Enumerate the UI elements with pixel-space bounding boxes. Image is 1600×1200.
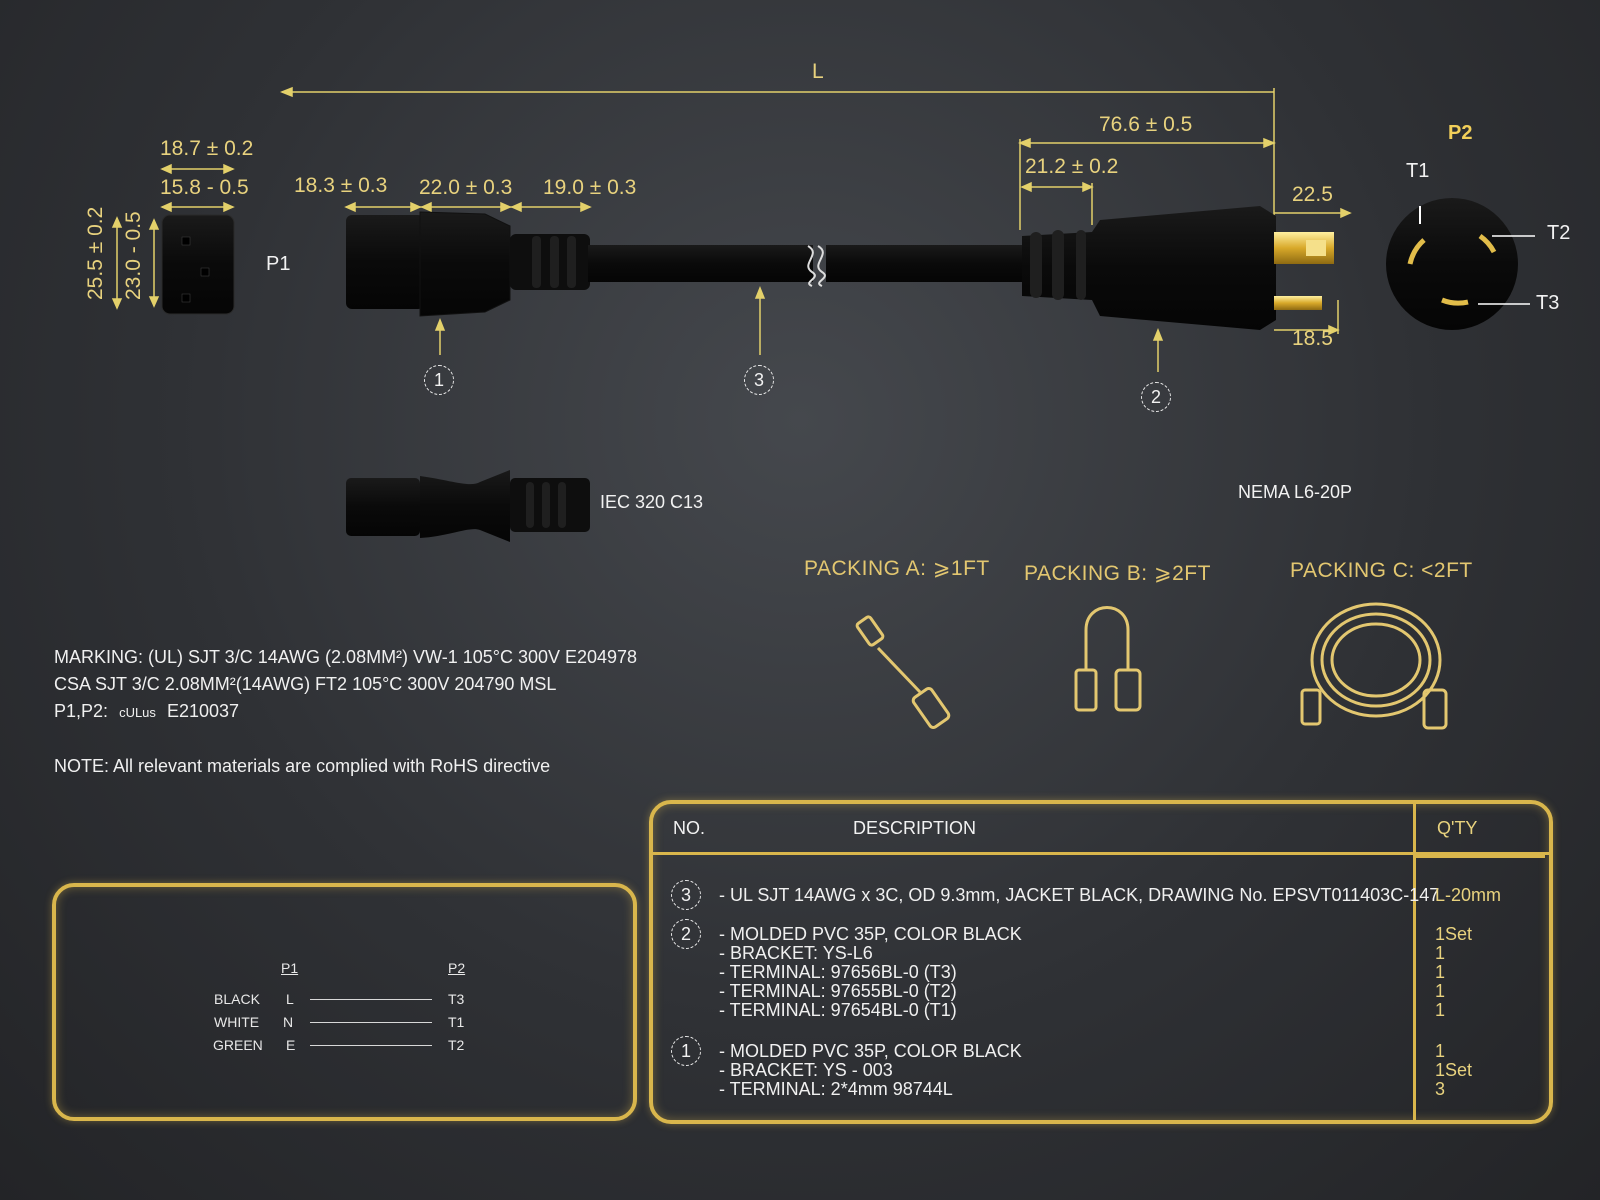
- callout-3: 3: [744, 365, 774, 395]
- packing-c-icon: [1300, 602, 1448, 730]
- dim-label-inner-width: 15.8 - 0.5: [160, 176, 249, 199]
- c13-connector: [346, 211, 590, 317]
- bom-item-1-qty-2: 1Set: [1435, 1060, 1473, 1080]
- bom-item-1-line-1: - MOLDED PVC 35P, COLOR BLACK: [719, 1041, 1022, 1061]
- p2-label: P2: [1448, 122, 1473, 144]
- bom-item-1-line-2: - BRACKET: YS - 003: [719, 1060, 893, 1080]
- bom-item-3-no: 3: [671, 880, 701, 910]
- wire-color-green: GREEN: [213, 1037, 263, 1053]
- bom-col-no: NO.: [673, 818, 706, 838]
- wire-p2-t3: T3: [448, 991, 465, 1007]
- dim-label-ground-blade: 18.5: [1292, 327, 1333, 350]
- wire-p2-t2: T2: [448, 1037, 465, 1053]
- wire-line-white: [310, 1022, 432, 1023]
- p1-label: P1: [266, 253, 291, 275]
- c13-side-view: [346, 470, 590, 542]
- bom-header-divider: [653, 852, 1549, 855]
- bom-item-2-qty-5: 1: [1435, 1000, 1446, 1020]
- bom-item-2-qty-3: 1: [1435, 962, 1446, 982]
- wire-p1-n: N: [283, 1014, 294, 1030]
- dim-label-face-height: 25.5 ± 0.2: [84, 206, 107, 300]
- c13-socket-face: [161, 214, 235, 315]
- dim-label-inner-height: 23.0 - 0.5: [122, 211, 145, 300]
- callout-arrows: [434, 285, 1164, 372]
- bom-table: [649, 800, 1553, 1124]
- bom-item-2-line-1: - MOLDED PVC 35P, COLOR BLACK: [719, 924, 1022, 944]
- dim-label-strain-relief: 19.0 ± 0.3: [543, 176, 637, 199]
- cert-number: E210037: [166, 701, 240, 721]
- nema-plug-face: [1386, 198, 1535, 330]
- bom-item-1-line-3: - TERMINAL: 2*4mm 98744L: [719, 1079, 953, 1099]
- packing-b-icon: [1074, 606, 1142, 712]
- cert-prefix: P1,P2:: [54, 701, 109, 721]
- t1-label: T1: [1406, 160, 1430, 182]
- callout-1: 1: [424, 365, 454, 395]
- wiring-header-p1: P1: [281, 960, 299, 976]
- bom-qty-divider-2: [1414, 855, 1545, 858]
- wire-line-black: [310, 999, 432, 1000]
- wire-color-black: BLACK: [214, 991, 260, 1007]
- t2-label: T2: [1547, 222, 1571, 244]
- nema-plug: [1022, 206, 1334, 330]
- dim-label-blade-length: 22.5: [1292, 183, 1333, 206]
- t3-label: T3: [1536, 292, 1560, 314]
- marking-line-csa: CSA SJT 3/C 2.08MM²(14AWG) FT2 105°C 300…: [54, 674, 557, 694]
- dim-label-socket-length: 18.3 ± 0.3: [294, 174, 388, 197]
- packing-a-icon: [855, 615, 951, 729]
- dim-label-grip-length: 21.2 ± 0.2: [1025, 155, 1119, 178]
- cable-drawing: [111, 86, 1535, 730]
- bom-item-2-no: 2: [671, 919, 701, 949]
- bom-item-2-line-2: - BRACKET: YS-L6: [719, 943, 873, 963]
- marking-line-ul: MARKING: (UL) SJT 3/C 14AWG (2.08MM²) VW…: [54, 647, 638, 667]
- bom-item-2-qty-4: 1: [1435, 981, 1446, 1001]
- dim-label-face-width: 18.7 ± 0.2: [160, 137, 254, 160]
- dimension-socket-face: [111, 163, 235, 310]
- wiring-header-p2: P2: [448, 960, 466, 976]
- nema-name: NEMA L6-20P: [1238, 482, 1353, 502]
- packing-a-title: PACKING A: ⩾1FT: [804, 557, 990, 580]
- cable: [588, 245, 1026, 287]
- bom-col-desc: DESCRIPTION: [853, 818, 977, 838]
- bom-item-1-qty-3: 3: [1435, 1079, 1446, 1099]
- packing-c-title: PACKING C: <2FT: [1290, 559, 1473, 582]
- wire-line-green: [310, 1045, 432, 1046]
- ul-mark-icon: cULus: [119, 705, 156, 720]
- wire-color-white: WHITE: [214, 1014, 260, 1030]
- c13-name: IEC 320 C13: [600, 492, 704, 512]
- wiring-panel: [52, 883, 637, 1121]
- bom-item-2-line-5: - TERMINAL: 97654BL-0 (T1): [719, 1000, 957, 1020]
- callout-2: 2: [1141, 382, 1171, 412]
- dimension-l: [279, 86, 1275, 215]
- bom-item-2-line-3: - TERMINAL: 97656BL-0 (T3): [719, 962, 957, 982]
- marking-line-cert: P1,P2: cULus E210037: [54, 701, 239, 722]
- dimension-plug-length: [1017, 137, 1352, 336]
- rohs-note: NOTE: All relevant materials are complie…: [54, 756, 551, 776]
- packing-b-title: PACKING B: ⩾2FT: [1024, 562, 1211, 585]
- bom-item-2-qty-2: 1: [1435, 943, 1446, 963]
- dim-label-plug-length: 76.6 ± 0.5: [1099, 113, 1193, 136]
- wire-p1-l: L: [286, 991, 294, 1007]
- dim-label-body-length: 22.0 ± 0.3: [419, 176, 513, 199]
- wire-p1-e: E: [286, 1037, 296, 1053]
- dim-label-l: L: [812, 60, 824, 83]
- bom-qty-divider: [1413, 804, 1416, 1120]
- bom-item-2-line-4: - TERMINAL: 97655BL-0 (T2): [719, 981, 957, 1001]
- bom-item-1-no: 1: [671, 1036, 701, 1066]
- bom-item-1-qty-1: 1: [1435, 1041, 1446, 1061]
- dimension-c13: [344, 201, 592, 213]
- bom-col-qty: Q'TY: [1437, 818, 1478, 838]
- bom-item-2-qty-1: 1Set: [1435, 924, 1473, 944]
- bom-item-3-line-1: - UL SJT 14AWG x 3C, OD 9.3mm, JACKET BL…: [719, 885, 1440, 905]
- bom-item-3-qty-1: L-20mm: [1435, 885, 1502, 905]
- wire-p2-t1: T1: [448, 1014, 465, 1030]
